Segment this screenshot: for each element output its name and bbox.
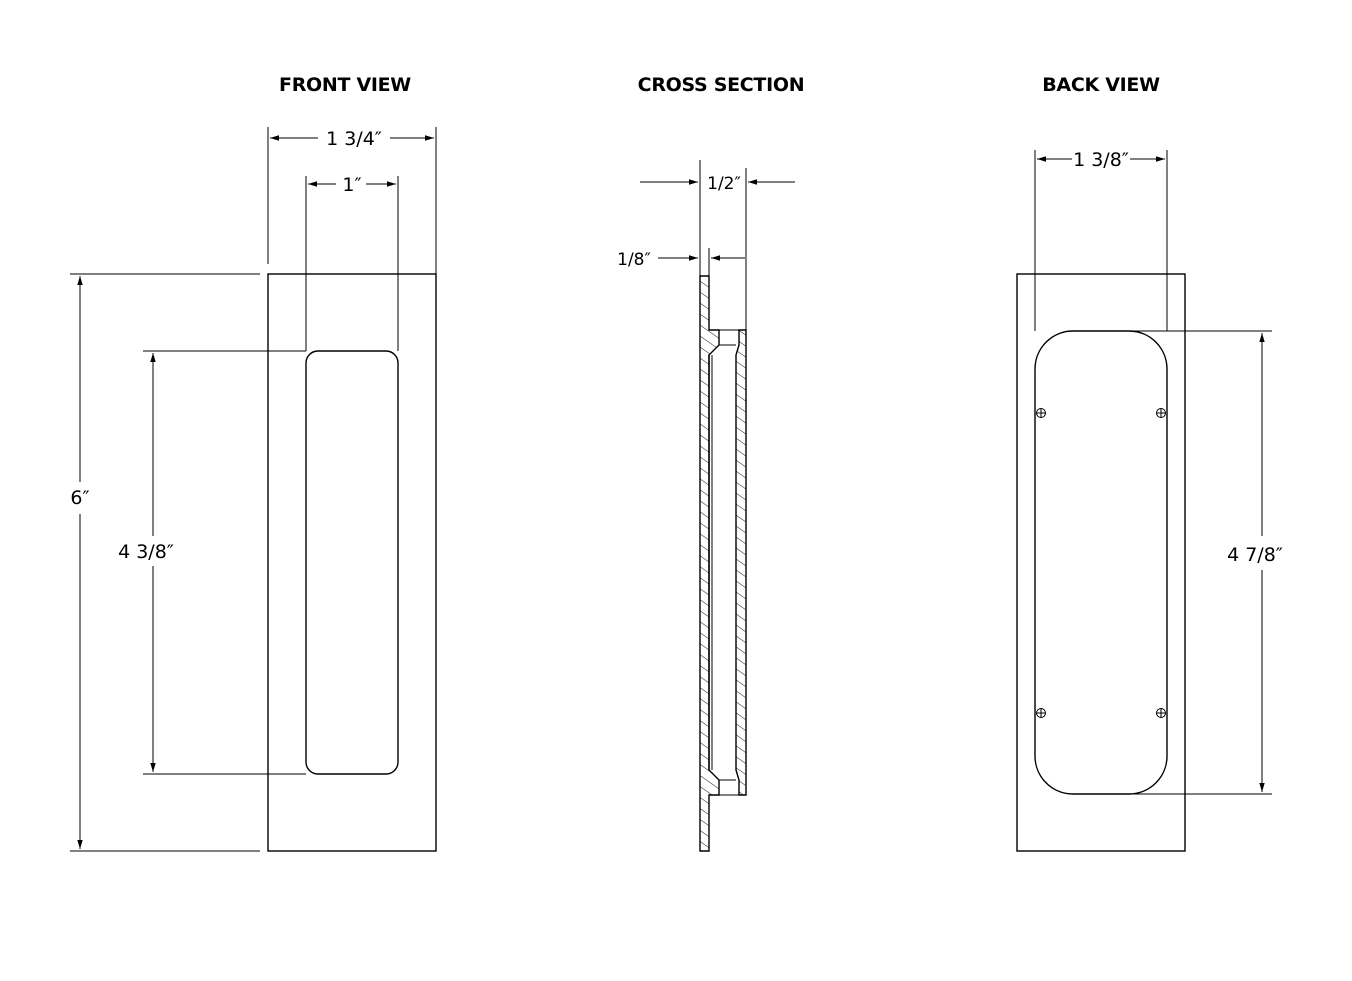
cross-section-view: 1/2″ 1/8″	[617, 160, 795, 852]
recess-height-label: 4 3/8″	[118, 541, 174, 563]
screw-hole-icon	[1036, 408, 1046, 418]
recess-width-label: 1″	[342, 174, 361, 196]
overall-width-label: 1 3/4″	[326, 128, 382, 150]
front-recess-outline	[305, 350, 399, 775]
cup-width-label: 1 3/8″	[1073, 149, 1129, 171]
section-cup-wall	[735, 329, 747, 796]
screw-hole-icon	[1156, 408, 1166, 418]
front-view: 1 3/4″ 1″ 6″ 4 3/8″	[70, 127, 437, 852]
front-view-title: FRONT VIEW	[279, 74, 411, 96]
overall-height-label: 6″	[70, 487, 89, 509]
screw-hole-icon	[1156, 708, 1166, 718]
cup-height-label: 4 7/8″	[1227, 544, 1283, 566]
flange-label: 1/8″	[617, 250, 651, 270]
back-cup-outline	[1034, 330, 1168, 795]
front-plate-outline	[267, 273, 437, 852]
screw-hole-icon	[1036, 708, 1046, 718]
depth-label: 1/2″	[707, 174, 741, 194]
back-view-title: BACK VIEW	[1042, 74, 1160, 96]
back-plate-outline	[1016, 273, 1186, 852]
cross-section-title: CROSS SECTION	[638, 74, 805, 96]
back-view: 1 3/8″ 4 7/8″	[1016, 149, 1283, 852]
